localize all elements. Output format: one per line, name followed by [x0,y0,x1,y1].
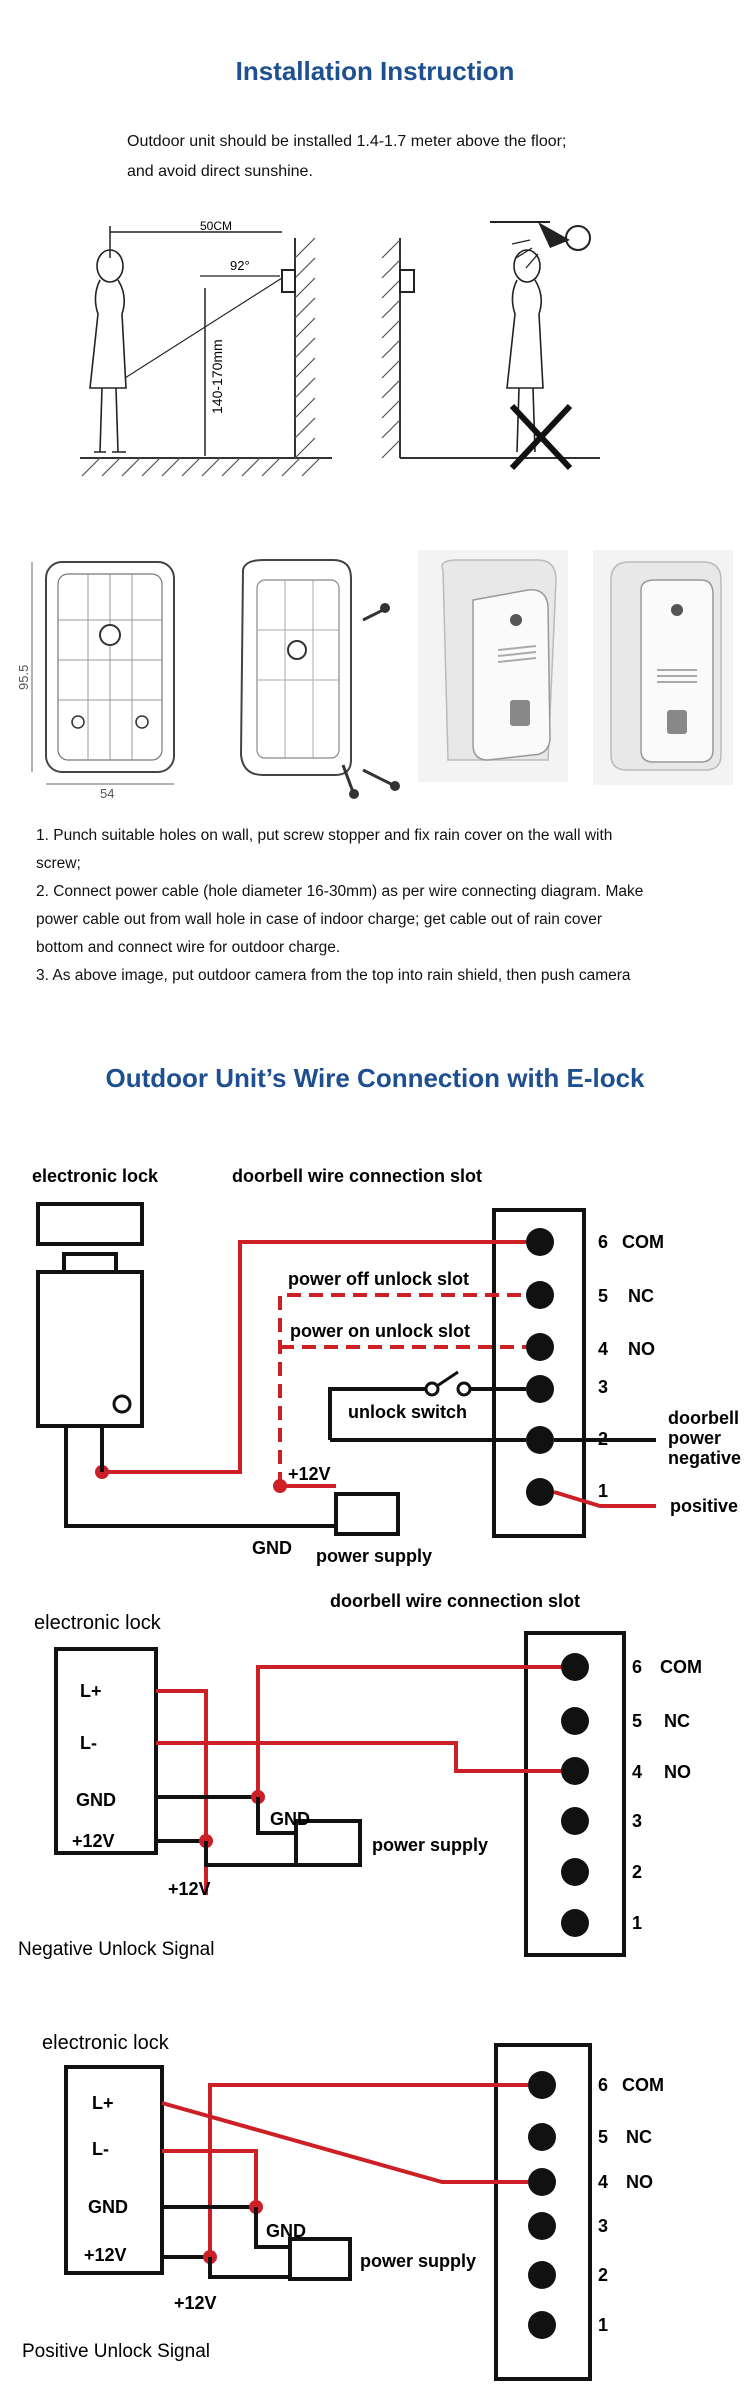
install-intro-line2: and avoid direct sunshine. [127,163,313,180]
dim-width-rain-cover: 54 [100,786,114,800]
step-1-line1: 1. Punch suitable holes on wall, put scr… [36,827,613,844]
step-2-line2: power cable out from wall hole in case o… [36,911,603,928]
d3-lock-label: electronic lock [42,2032,170,2054]
d3-t1: 1 [598,2315,608,2335]
dim-angle-label: 92° [230,258,250,273]
d3-t3: 3 [598,2216,608,2236]
d1-t3: 3 [598,1377,608,1397]
d3-t2: 2 [598,2265,608,2285]
d1-nc: NC [628,1286,654,1306]
d1-lock-label: electronic lock [32,1166,159,1186]
d1-power-supply-box [334,1492,400,1536]
dim-height-rain-cover: 95.5 [18,665,31,690]
installation-height-diagram: 50CM 92° 140-170mm [80,219,600,477]
d1-positive-label: positive [670,1496,738,1516]
d1-unlock-switch-label: unlock switch [348,1402,467,1422]
rain-cover-images: 95.5 54 [18,550,733,800]
d1-t5: 5 [598,1286,608,1306]
d2-caption: Negative Unlock Signal [18,1939,214,1960]
d3-lminus: L- [92,2139,109,2159]
d2-t2: 2 [632,1862,642,1882]
rain-cover-photo-angled [418,550,568,782]
page-title: Installation Instruction [235,56,515,86]
d2-v12-label: +12V [168,1879,211,1899]
dim-height-label: 140-170mm [209,339,225,414]
d2-no: NO [664,1762,691,1782]
d3-power-supply-box [288,2237,352,2281]
d3-caption: Positive Unlock Signal [22,2341,210,2362]
d3-lplus: L+ [92,2093,114,2113]
d2-lock-box [54,1647,158,1855]
d2-lock-label: electronic lock [34,1612,162,1634]
d1-v12-label: +12V [288,1464,331,1484]
d3-v12-label: +12V [174,2293,217,2313]
d3-nc: NC [626,2127,652,2147]
d1-doorbell-neg-2: power [668,1428,721,1448]
d2-lplus: L+ [80,1681,102,1701]
d1-com: COM [622,1232,664,1252]
d1-power-on-label: power on unlock slot [290,1321,470,1341]
d1-t4: 4 [598,1339,608,1359]
d1-power-supply-label: power supply [316,1546,432,1566]
dim-distance-label: 50CM [200,219,232,233]
d2-v12-in: +12V [72,1831,115,1851]
d2-lminus: L- [80,1733,97,1753]
d1-gnd-label: GND [252,1538,292,1558]
d2-gnd-in: GND [76,1790,116,1810]
d1-t1: 1 [598,1481,608,1501]
d3-t5: 5 [598,2127,608,2147]
d3-com: COM [622,2075,664,2095]
d1-no: NO [628,1339,655,1359]
d3-power-supply-label: power supply [360,2251,476,2271]
d2-power-supply-label: power supply [372,1835,488,1855]
rain-cover-side-drawing [239,559,400,799]
step-1-line2: screw; [36,855,81,872]
d2-com: COM [660,1657,702,1677]
d2-t6: 6 [632,1657,642,1677]
wiring-diagram-2: doorbell wire connection slot electronic… [18,1591,702,1960]
d3-no: NO [626,2172,653,2192]
d2-power-supply-box [294,1819,362,1867]
d3-lock-box [64,2065,164,2275]
d3-gnd-label: GND [266,2221,306,2241]
d1-doorbell-neg-1: doorbell [668,1408,739,1428]
rain-cover-front-drawing: 95.5 54 [18,561,175,800]
step-3: 3. As above image, put outdoor camera fr… [36,967,631,984]
d2-slot-label: doorbell wire connection slot [330,1591,580,1611]
wiring-diagram-1: electronic lock doorbell wire connection… [32,1166,741,1566]
d1-terminal-6 [526,1228,554,1256]
d2-gnd-label: GND [270,1809,310,1829]
d2-t1: 1 [632,1913,642,1933]
d1-doorbell-neg-3: negative [668,1448,741,1468]
step-2-line3: bottom and connect wire for outdoor char… [36,939,341,956]
d1-slot-label: doorbell wire connection slot [232,1166,482,1186]
d2-t4: 4 [632,1762,642,1782]
d1-lock-top [36,1202,144,1246]
d3-t6: 6 [598,2075,608,2095]
d3-v12-in: +12V [84,2245,127,2265]
wiring-title: Outdoor Unit’s Wire Connection with E-lo… [105,1063,645,1093]
wiring-diagram-3: electronic lock L+ L- GND +12V 6 COM 5 N… [22,2032,664,2381]
step-2-line1: 2. Connect power cable (hole diameter 16… [36,883,644,900]
d2-nc: NC [664,1711,690,1731]
rain-cover-photo-front [593,550,733,785]
d3-t4: 4 [598,2172,608,2192]
d2-t3: 3 [632,1811,642,1831]
d1-t6: 6 [598,1232,608,1252]
d2-t5: 5 [632,1711,642,1731]
d1-power-off-label: power off unlock slot [288,1269,469,1289]
d2-terminal-block [524,1631,626,1957]
install-intro-line1: Outdoor unit should be installed 1.4-1.7… [127,133,567,150]
d3-gnd-in: GND [88,2197,128,2217]
